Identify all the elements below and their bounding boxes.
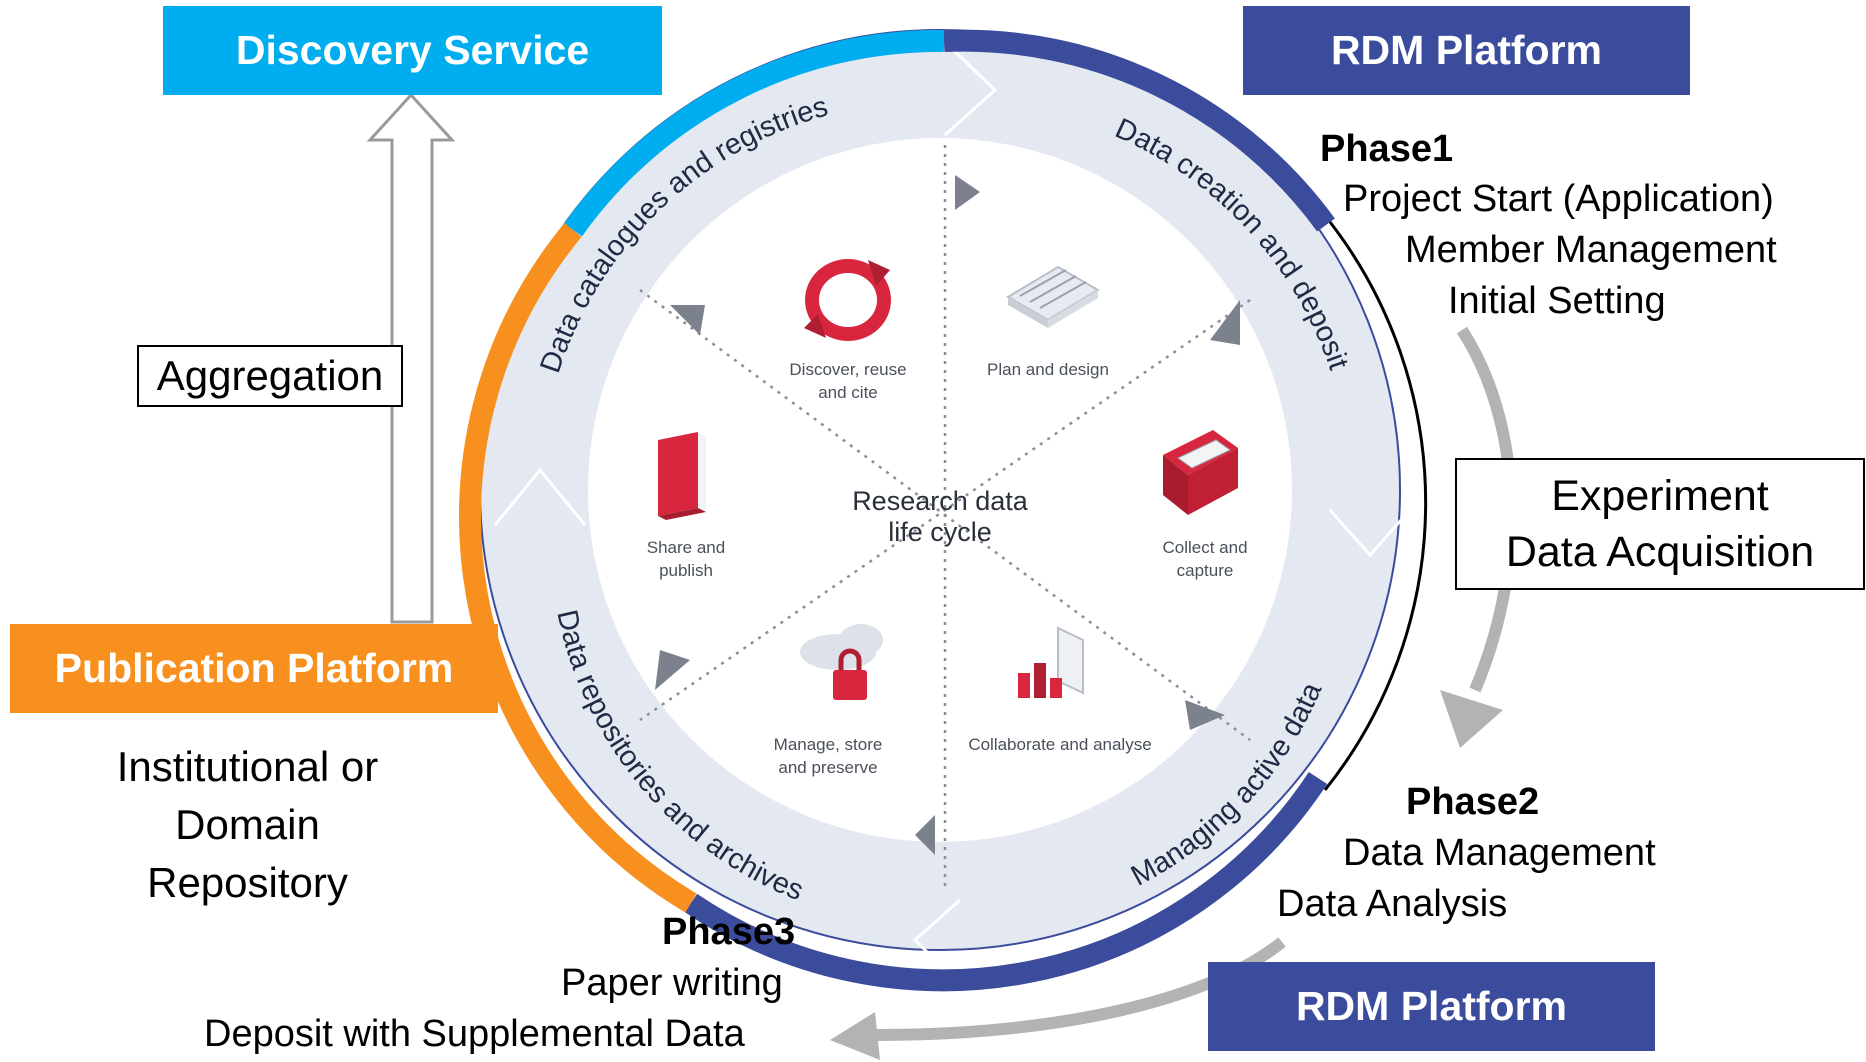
triangle-upper-right — [1210, 300, 1240, 345]
repository-text: Institutional or Domain Repository — [80, 738, 415, 912]
right-flow-arrowhead — [1440, 690, 1503, 748]
experiment-line2: Data Acquisition — [1505, 528, 1815, 576]
arc-navy-top — [943, 29, 1335, 232]
share-icon — [658, 432, 706, 520]
manage-icon — [800, 624, 883, 700]
triangle-lower-left — [655, 650, 690, 690]
rdm-platform-top-box: RDM Platform — [1243, 6, 1690, 95]
rdm-platform-bottom-label: RDM Platform — [1295, 983, 1568, 1029]
ring-chevron-right — [1328, 509, 1412, 558]
phase1-item-1: Project Start (Application) — [1343, 178, 1774, 220]
triangle-bottom — [915, 815, 935, 855]
phase1-title: Phase1 — [1320, 128, 1454, 170]
stage-collect-line2: capture — [1177, 561, 1234, 580]
stage-collaborate-line1: Collaborate and analyse — [968, 735, 1151, 754]
publication-platform-box: Publication Platform — [10, 624, 498, 713]
aggregation-box: Aggregation — [137, 345, 403, 407]
phase3-item-2: Deposit with Supplemental Data — [204, 1013, 745, 1055]
discover-icon — [804, 259, 891, 341]
plan-icon — [1006, 265, 1100, 328]
stage-collect-line1: Collect and — [1162, 538, 1247, 557]
stage-discover-line1: Discover, reuse — [789, 360, 906, 379]
phase1-item-3: Initial Setting — [1448, 280, 1666, 322]
collaborate-icon — [1018, 626, 1084, 698]
aggregation-arrow — [366, 92, 456, 624]
phase2-item-1: Data Management — [1343, 832, 1656, 874]
arc-navy-bottom — [684, 771, 1328, 992]
bottom-flow-arrowhead — [830, 1012, 880, 1060]
discovery-service-box: Discovery Service — [163, 6, 662, 95]
stage-share-line2: publish — [659, 561, 713, 580]
discovery-service-label: Discovery Service — [235, 27, 590, 73]
stage-plan-line1: Plan and design — [987, 360, 1109, 379]
collect-icon — [1163, 430, 1238, 515]
rdm-platform-top-label: RDM Platform — [1330, 27, 1603, 73]
arc-orange — [459, 222, 697, 913]
triangle-lower-right — [1185, 700, 1225, 730]
stage-discover-line2: and cite — [818, 383, 878, 402]
phase3-title: Phase3 — [662, 911, 796, 953]
publication-platform-label: Publication Platform — [54, 645, 454, 691]
dotted-dividers — [639, 145, 1251, 890]
arc-lightblue — [564, 29, 945, 237]
triangle-top — [955, 175, 980, 210]
phase1-item-2: Member Management — [1405, 229, 1777, 271]
center-title-line1: Research data — [852, 486, 1029, 516]
rdm-platform-bottom-box: RDM Platform — [1208, 962, 1655, 1051]
aggregation-label: Aggregation — [156, 352, 384, 399]
phase2-item-2: Data Analysis — [1277, 883, 1508, 925]
stage-share-line1: Share and — [647, 538, 725, 557]
bracket-arc — [1323, 221, 1428, 791]
experiment-box: Experiment Data Acquisition — [1455, 458, 1865, 590]
center-title-line2: life cycle — [888, 517, 992, 547]
phase2-title: Phase2 — [1406, 781, 1540, 823]
ring-chevron-top — [943, 40, 998, 137]
repository-line3: Repository — [147, 859, 348, 906]
ring-chevron-left — [493, 467, 587, 526]
repository-line1: Institutional or — [116, 743, 379, 790]
stage-manage-line2: and preserve — [778, 758, 877, 777]
inner-disc — [588, 138, 1292, 842]
experiment-line1: Experiment — [1551, 472, 1769, 520]
phase3-item-1: Paper writing — [561, 962, 783, 1004]
repository-line2: Domain — [175, 801, 320, 848]
stage-manage-line1: Manage, store — [774, 735, 883, 754]
triangle-upper-left — [670, 305, 705, 335]
